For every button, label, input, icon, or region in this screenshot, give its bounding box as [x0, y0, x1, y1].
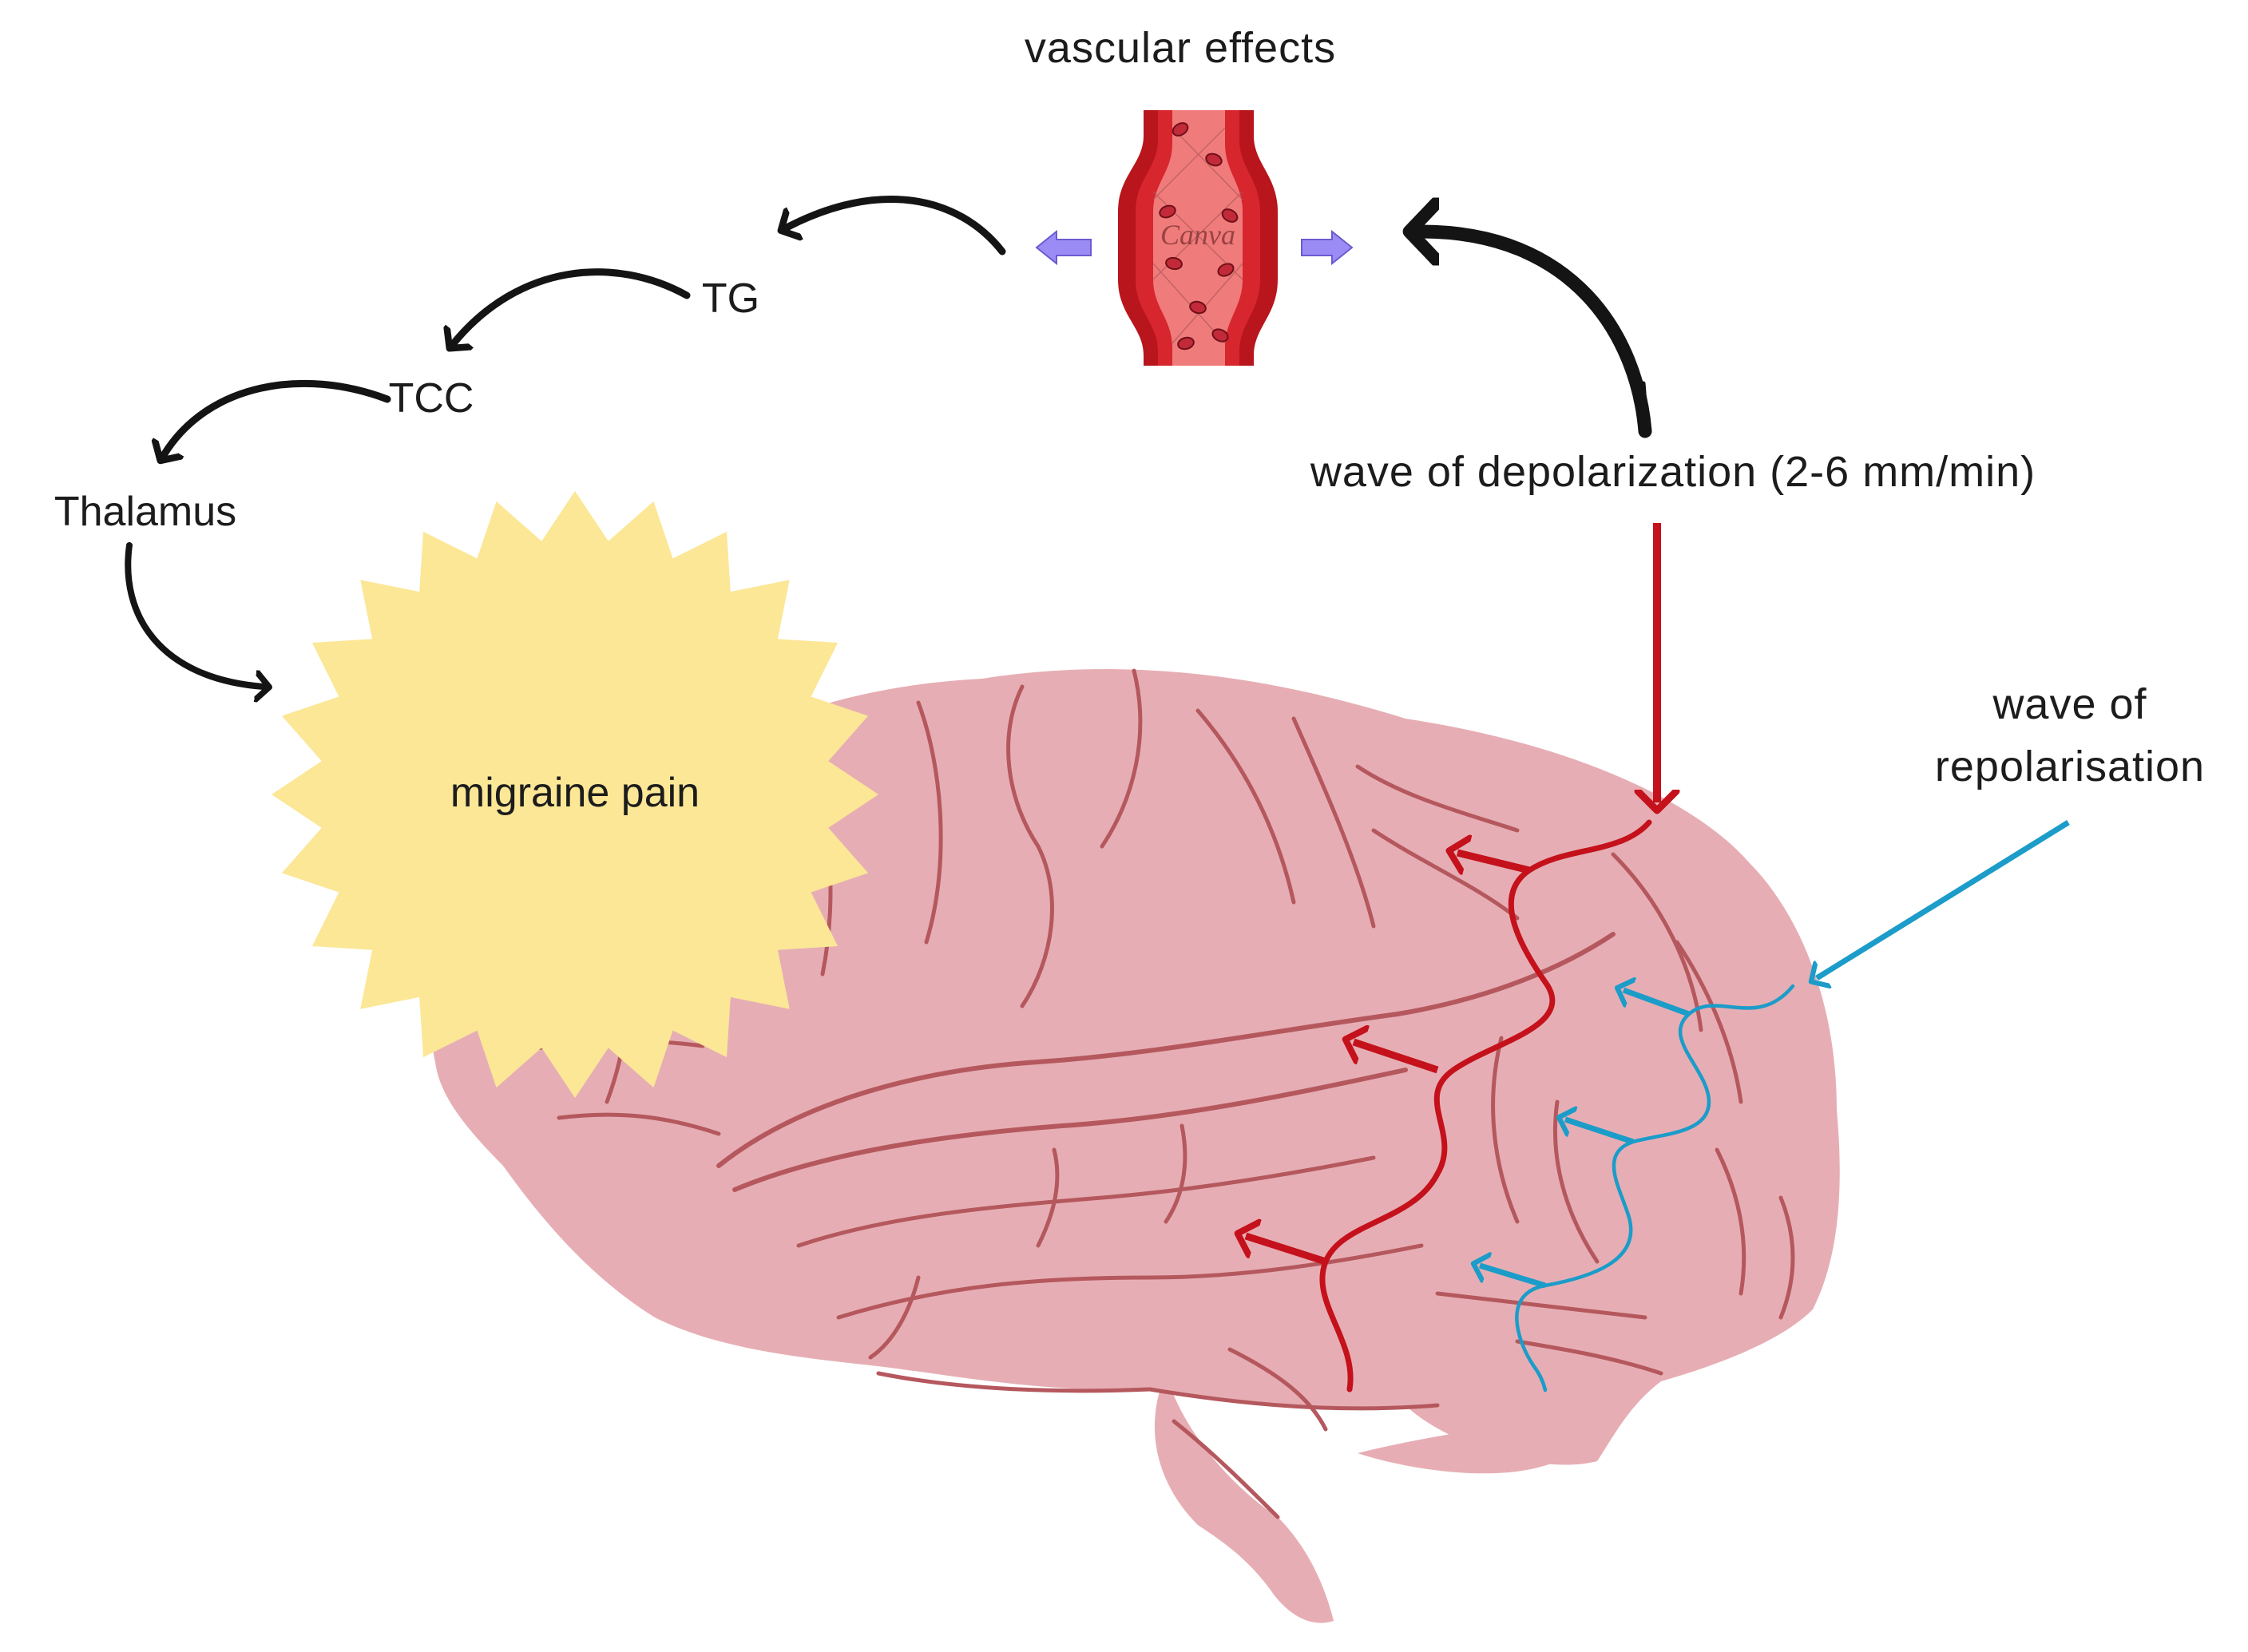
depolarization-arrow-3 — [1246, 1236, 1327, 1266]
depolarization-arrow-2 — [1354, 1042, 1439, 1074]
label-vascular-effects: vascular effects — [1025, 24, 1336, 72]
arrow-left-icon — [1035, 229, 1092, 266]
pain-star-shape — [272, 491, 878, 1098]
label-repolarisation-line2: repolarisation — [1935, 743, 2205, 790]
arrow-tcc-to-thalamus — [164, 379, 391, 455]
arrow-depolarization-to-vessel-taper — [1641, 381, 1647, 438]
pathway-arrows — [125, 196, 1652, 687]
vessel-watermark: Canva — [1160, 219, 1235, 251]
label-depolarization: wave of depolarization (2-6 mm/min) — [1310, 448, 2036, 496]
repolarisation-arrow-2 — [1565, 1119, 1635, 1145]
arrow-vessel-to-tg — [787, 196, 1006, 256]
arrow-right-icon — [1301, 229, 1354, 266]
diagram-labels: vascular effects TG TCC Thalamus migrain… — [54, 24, 2205, 816]
arrow-tg-to-tcc — [454, 268, 691, 343]
label-thalamus: Thalamus — [54, 489, 236, 535]
blood-cells — [1159, 122, 1239, 351]
brain-stem — [1154, 1373, 1334, 1623]
depolarization-arrow-1 — [1457, 853, 1531, 870]
depolarization-wave — [1246, 523, 1657, 1393]
brain-stem-lower — [1358, 1413, 1600, 1474]
repolarisation-pointer-arrow — [1817, 820, 2070, 978]
repolarisation-arrow-1 — [1624, 990, 1691, 1017]
arrow-thalamus-to-pain — [125, 542, 264, 687]
vessel-arrows — [1035, 229, 1354, 266]
repolarisation-arrow-3 — [1480, 1266, 1547, 1289]
label-repolarisation-line1: wave of — [1992, 680, 2147, 728]
label-migraine-pain: migraine pain — [450, 770, 700, 816]
pain-burst-icon — [272, 491, 878, 1098]
label-tcc: TCC — [389, 375, 474, 422]
vessel-lumen — [1153, 110, 1243, 366]
arrow-depolarization-to-vessel — [1421, 232, 1652, 438]
repolarisation-wave — [1480, 820, 2070, 1393]
label-tg: TG — [702, 275, 759, 322]
blood-vessel-icon: Canva — [1118, 110, 1278, 366]
